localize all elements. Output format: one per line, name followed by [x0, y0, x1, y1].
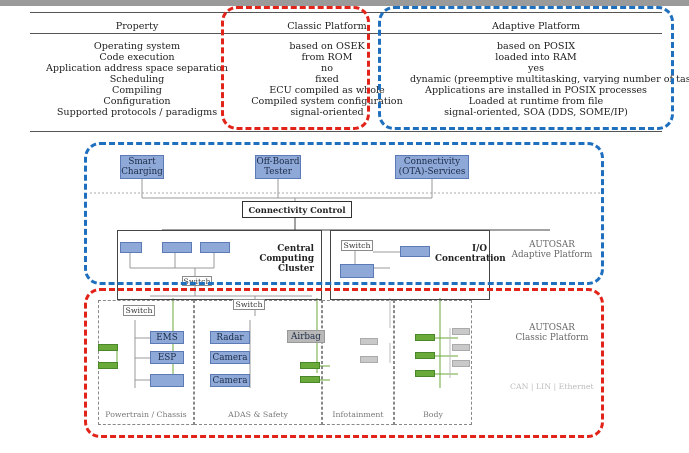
- body-indicator: [452, 344, 470, 351]
- classic-column-highlight: [221, 6, 370, 130]
- table-cell: Compiled system configuration: [251, 96, 403, 107]
- bus-legend: CAN | LIN | Ethernet: [510, 382, 594, 391]
- cluster-node: [200, 242, 230, 253]
- architecture-diagram: Smart Charging Off-Board Tester Connecti…: [90, 148, 610, 433]
- connectivity-control-box: Connectivity Control: [242, 201, 352, 218]
- domain-label-infotainment: Infotainment: [332, 410, 384, 419]
- offboard-tester-node: Off-Board Tester: [255, 155, 301, 179]
- table-cell: signal-oriented: [290, 107, 364, 118]
- table-cell: dynamic (preemptive multitasking, varyin…: [410, 74, 689, 85]
- adas-switch: Switch: [233, 299, 265, 310]
- body-indicator: [415, 370, 435, 377]
- infotainment-indicator: [360, 356, 378, 363]
- body-indicator: [452, 328, 470, 335]
- sensor-indicator: [98, 344, 118, 351]
- table-cell: Operating system: [93, 41, 181, 52]
- domain-label-adas: ADAS & Safety: [228, 410, 288, 419]
- table-row: Configuration Compiled system configurat…: [30, 96, 662, 108]
- adaptive-platform-label: AUTOSAR Adaptive Platform: [511, 240, 593, 260]
- io-switch: Switch: [341, 240, 373, 251]
- table-cell: Compiling: [112, 85, 162, 96]
- adaptive-platform-outline: [84, 142, 604, 285]
- table-cell: fixed: [315, 74, 339, 85]
- table-top-rule: [30, 12, 662, 13]
- io-node: [400, 246, 430, 257]
- table-cell: Application address space separation: [45, 63, 229, 74]
- table-header-rule: [30, 33, 662, 34]
- esp-node: ESP: [150, 351, 184, 364]
- top-border-bar: [0, 0, 689, 6]
- airbag-node: Airbag: [287, 330, 325, 343]
- table-bottom-rule: [30, 131, 662, 132]
- body-indicator: [452, 360, 470, 367]
- table-cell: based on OSEK: [289, 41, 365, 52]
- domain-label-body: Body: [423, 410, 443, 419]
- table-row: Scheduling fixed dynamic (preemptive mul…: [30, 74, 689, 86]
- adaptive-column-highlight: [378, 6, 674, 130]
- domain-label-powertrain: Powertrain / Chassis: [105, 410, 187, 419]
- table-cell: Supported protocols / paradigms: [56, 107, 218, 118]
- connectivity-services-node: Connectivity (OTA)-Services: [395, 155, 469, 179]
- table-cell: Configuration: [103, 96, 171, 107]
- table-cell: Code execution: [99, 52, 175, 63]
- table-cell: Applications are installed in POSIX proc…: [425, 85, 647, 96]
- camera-node: Camera: [210, 374, 250, 387]
- central-computing-label: Central Computing Cluster: [259, 244, 314, 274]
- table-cell: no: [321, 63, 333, 74]
- table-row: Code execution from ROM loaded into RAM: [30, 52, 662, 64]
- io-concentration-label: I/O Concentration: [435, 244, 506, 264]
- central-computing-region: [117, 230, 322, 300]
- ems-node: EMS: [150, 331, 184, 344]
- table-cell: yes: [527, 63, 545, 74]
- table-header-adaptive: Adaptive Platform: [491, 21, 581, 32]
- table-row: Supported protocols / paradigms signal-o…: [30, 107, 662, 119]
- domain-body: [394, 300, 472, 425]
- sensor-indicator: [300, 362, 320, 369]
- powertrain-ecu-node: [150, 374, 184, 387]
- body-indicator: [415, 352, 435, 359]
- sensor-indicator: [300, 376, 320, 383]
- table-row: Compiling ECU compiled as whole Applicat…: [30, 85, 662, 97]
- cluster-node: [162, 242, 192, 253]
- table-row: Operating system based on OSEK based on …: [30, 41, 662, 53]
- table-cell: Loaded at runtime from file: [468, 96, 604, 107]
- table-header-property: Property: [115, 21, 159, 32]
- sensor-indicator: [98, 362, 118, 369]
- table-cell: ECU compiled as whole: [269, 85, 385, 96]
- cluster-switch: Switch: [182, 276, 212, 286]
- camera-node: Camera: [210, 351, 250, 364]
- domain-infotainment: [322, 300, 394, 425]
- table-row: Application address space separation no …: [30, 63, 662, 75]
- io-concentration-region: [330, 230, 490, 300]
- table-cell: Scheduling: [109, 74, 165, 85]
- table-cell: signal-oriented, SOA (DDS, SOME/IP): [444, 107, 628, 118]
- smart-charging-node: Smart Charging: [120, 155, 164, 179]
- table-cell: from ROM: [301, 52, 353, 63]
- powertrain-switch: Switch: [123, 305, 155, 316]
- infotainment-indicator: [360, 338, 378, 345]
- io-node: [340, 264, 374, 278]
- radar-node: Radar: [210, 331, 250, 344]
- classic-platform-label: AUTOSAR Classic Platform: [515, 323, 589, 343]
- table-cell: loaded into RAM: [495, 52, 577, 63]
- table-header-classic: Classic Platform: [287, 21, 367, 32]
- classic-platform-outline: [84, 288, 604, 438]
- cluster-node: [120, 242, 142, 253]
- body-indicator: [415, 334, 435, 341]
- table-cell: based on POSIX: [496, 41, 576, 52]
